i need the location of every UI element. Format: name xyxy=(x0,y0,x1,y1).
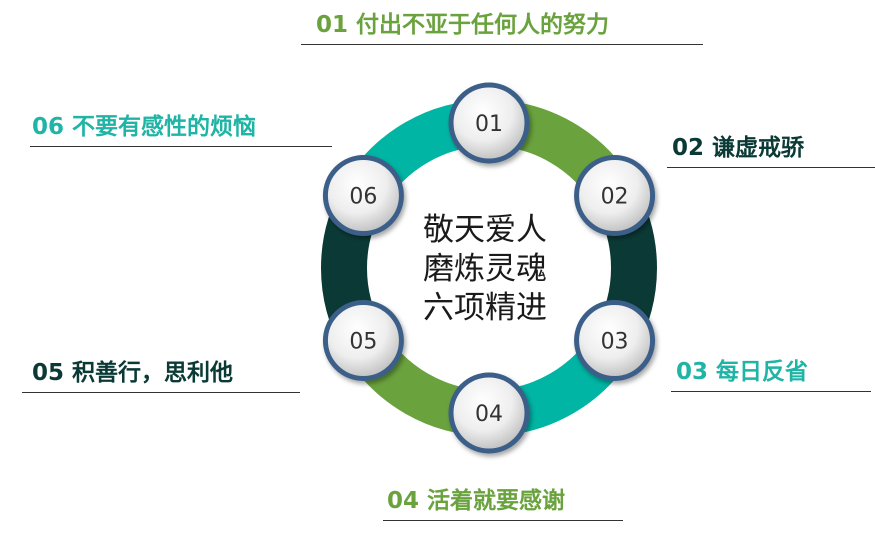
center-text-line: 敬天爱人 xyxy=(423,212,547,248)
node-number: 06 xyxy=(349,185,377,210)
step-label-04: 04 活着就要感谢 xyxy=(387,488,566,514)
node-number: 02 xyxy=(601,185,629,210)
node-number: 01 xyxy=(475,112,503,137)
step-label-06: 06 不要有感性的烦恼 xyxy=(32,114,257,140)
step-label-02: 02 谦虚戒骄 xyxy=(672,135,805,161)
node-circle xyxy=(448,82,530,164)
step-label-01: 01 付出不亚于任何人的努力 xyxy=(316,12,610,38)
node-number: 04 xyxy=(475,402,503,427)
step-label-underline xyxy=(301,44,703,45)
node-circle xyxy=(322,300,404,381)
center-text-line: 磨炼灵魂 xyxy=(423,251,547,287)
node-03: 03 xyxy=(574,300,656,381)
center-circle xyxy=(371,150,607,386)
node-circle xyxy=(574,300,656,381)
node-04: 04 xyxy=(448,372,530,454)
node-01: 01 xyxy=(448,82,530,164)
node-02: 02 xyxy=(574,155,656,236)
step-label-05: 05 积善行，思利他 xyxy=(32,360,234,386)
step-label-underline xyxy=(383,520,623,521)
step-nodes: 01 02 03 04 05 06 xyxy=(322,82,656,454)
step-label-underline xyxy=(22,392,300,393)
node-05: 05 xyxy=(322,300,404,381)
node-circle xyxy=(574,155,656,236)
step-label-underline xyxy=(667,167,875,168)
center-text: 敬天爱人磨炼灵魂六项精进 xyxy=(423,212,547,326)
step-label-underline xyxy=(30,146,332,147)
center-text-line: 六项精进 xyxy=(423,290,547,326)
node-circle xyxy=(322,155,404,236)
node-number: 05 xyxy=(349,330,377,355)
node-number: 03 xyxy=(601,330,629,355)
node-circle xyxy=(448,372,530,454)
node-06: 06 xyxy=(322,155,404,236)
step-label-03: 03 每日反省 xyxy=(676,359,809,385)
step-label-underline xyxy=(671,391,871,392)
